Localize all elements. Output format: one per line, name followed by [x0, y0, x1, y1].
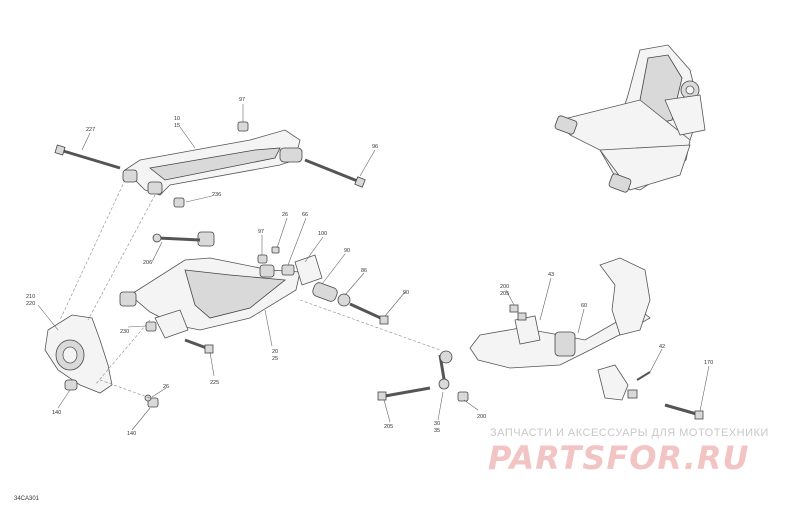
label-25: 25 [272, 356, 278, 362]
label-205-top: 205 [500, 291, 509, 297]
label-170: 170 [704, 360, 713, 366]
label-140-left: 140 [52, 410, 61, 416]
label-26-mid: 26 [282, 212, 288, 218]
label-227: 227 [86, 127, 95, 133]
label-66: 66 [302, 212, 308, 218]
label-90-upper: 90 [344, 248, 350, 254]
leader-lines [37, 104, 710, 431]
label-30: 30 [434, 421, 440, 427]
label-205-bottom: 205 [384, 424, 393, 430]
watermark-tagline: ЗАПЧАСТИ И АКСЕССУАРЫ ДЛЯ МОТОТЕХНИКИ [490, 427, 769, 439]
label-206: 206 [143, 260, 152, 266]
label-26-low: 26 [163, 384, 169, 390]
label-97-mid: 97 [258, 229, 264, 235]
knuckle [44, 314, 159, 408]
label-100: 100 [318, 231, 327, 237]
lower-a-arm [119, 231, 389, 354]
label-90-lower: 90 [403, 290, 409, 296]
label-10: 10 [174, 116, 180, 122]
label-35: 35 [434, 428, 440, 434]
label-15: 15 [174, 123, 180, 129]
label-86: 86 [361, 268, 367, 274]
label-220: 220 [26, 301, 35, 307]
label-230: 230 [120, 329, 129, 335]
assembled-suspension-view [554, 44, 706, 193]
diagram-code: 34CA301 [14, 496, 40, 502]
label-210: 210 [26, 294, 35, 300]
label-140-bottom: 140 [127, 431, 136, 437]
label-97-top: 97 [239, 97, 245, 103]
label-236: 236 [212, 192, 221, 198]
assembly-lines [59, 179, 441, 399]
label-60: 60 [581, 303, 587, 309]
sway-bar [377, 257, 704, 420]
label-43: 43 [548, 272, 554, 278]
callout-labels: 227 97 10 15 96 236 206 97 26 66 100 90 … [26, 97, 713, 437]
watermark: ЗАПЧАСТИ И АКСЕССУАРЫ ДЛЯ МОТОТЕХНИКИ PA… [488, 427, 769, 477]
label-200-bottom: 200 [477, 414, 486, 420]
label-96: 96 [372, 144, 378, 150]
upper-a-arm [54, 121, 366, 208]
label-225: 225 [210, 380, 219, 386]
label-42: 42 [659, 344, 665, 350]
watermark-logo: PARTSFOR.RU [488, 439, 749, 477]
label-200-top: 200 [500, 284, 509, 290]
label-20: 20 [272, 349, 278, 355]
